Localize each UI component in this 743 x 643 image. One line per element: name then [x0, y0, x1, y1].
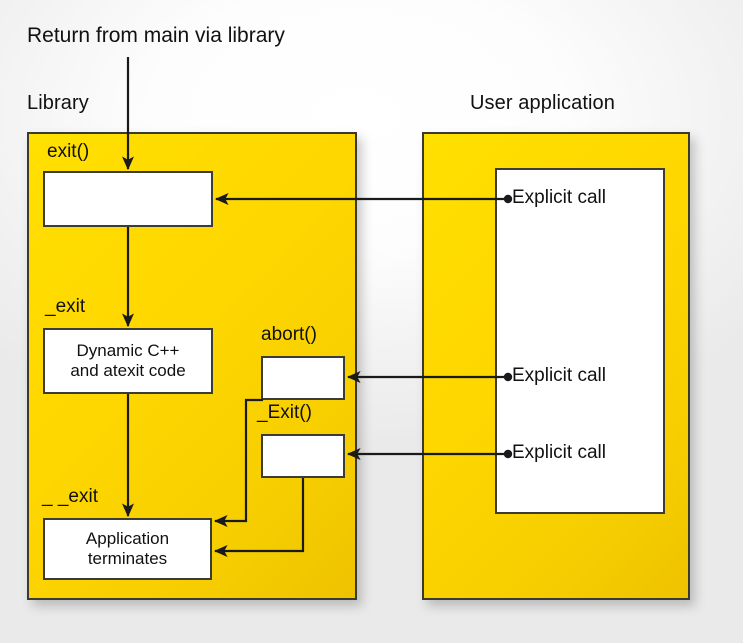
node-exit[interactable]: [43, 171, 213, 227]
node-dynamic-line-2: and atexit code: [70, 361, 186, 380]
caption-underscore-exit: _exit: [45, 296, 86, 317]
user-application-code-region: [495, 168, 665, 514]
node-terminates-line-2: terminates: [87, 549, 168, 568]
dot-icon-call-exit: [503, 194, 513, 204]
dot-icon-call-bigexit: [503, 449, 513, 459]
arrow-abort-to-terminates: [213, 398, 263, 528]
node-application-terminates[interactable]: Application terminates: [43, 518, 212, 580]
dot-icon-call-abort: [503, 372, 513, 382]
caption-double-underscore-exit: _ _exit: [42, 486, 98, 507]
caption-big-exit: _Exit(): [257, 402, 312, 423]
user-application-panel-label: User application: [470, 92, 616, 114]
diagram-title: Return from main via library: [27, 24, 285, 47]
explicit-call-label-abort: Explicit call: [512, 365, 606, 386]
node-big-exit[interactable]: [261, 434, 345, 478]
caption-abort: abort(): [261, 324, 317, 345]
explicit-call-label-big-exit: Explicit call: [512, 442, 606, 463]
caption-exit: exit(): [47, 141, 90, 162]
node-terminates-line-1: Application: [85, 528, 170, 548]
library-panel-label: Library: [27, 92, 89, 114]
node-dynamic-cpp-atexit[interactable]: Dynamic C++ and atexit code: [43, 328, 213, 394]
explicit-call-label-exit: Explicit call: [512, 187, 606, 208]
node-abort[interactable]: [261, 356, 345, 400]
arrow-bigexit-to-terminates: [213, 478, 305, 558]
node-dynamic-line-1: Dynamic C++: [76, 340, 180, 360]
